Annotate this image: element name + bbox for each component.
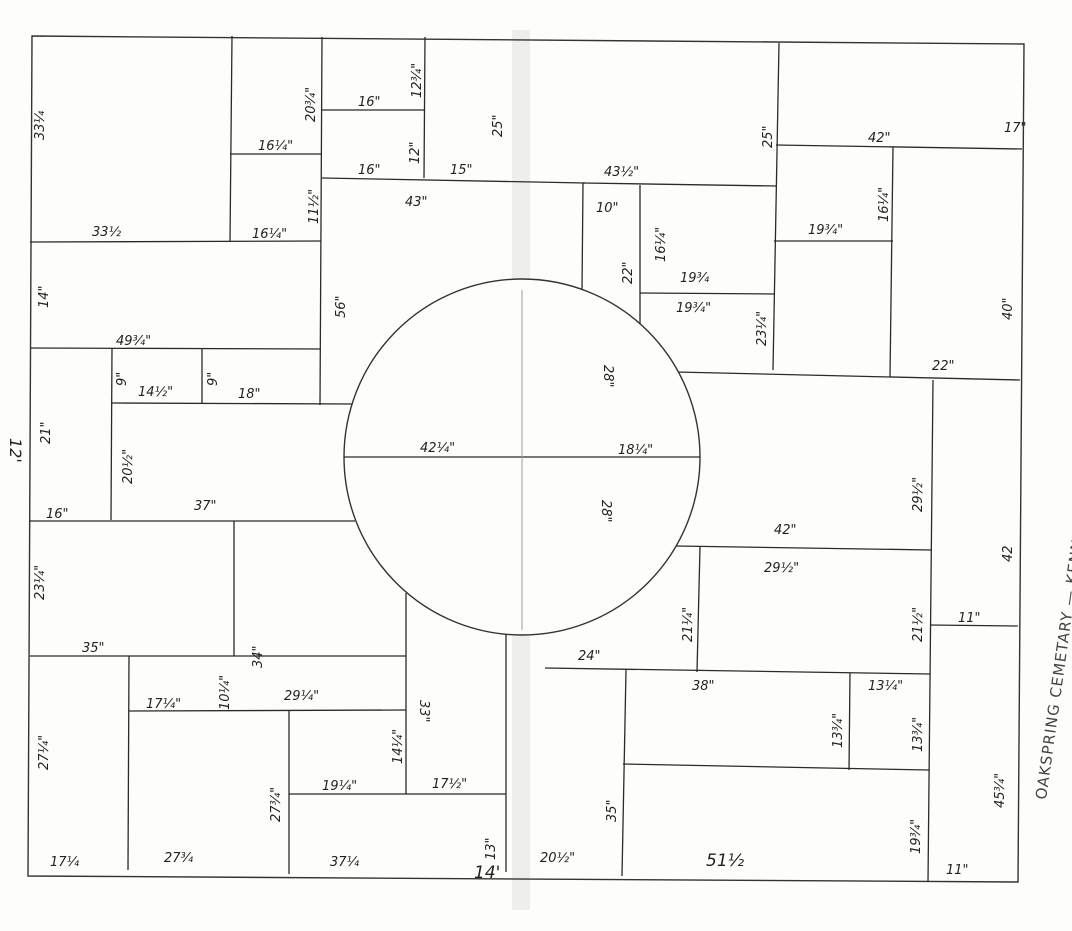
dim-label: 16" (358, 95, 381, 110)
dim-label: 10¼" (218, 675, 233, 710)
dim-label: 19¾" (808, 223, 843, 238)
dim-label: 29½" (764, 561, 799, 576)
dim-label: 28" (598, 500, 613, 523)
dim-label: 25" (761, 125, 776, 148)
dim-label: 11½" (307, 189, 322, 224)
dim-label: 21¼" (681, 607, 696, 642)
dim-label: 9" (206, 372, 221, 386)
dim-label: 43" (405, 195, 428, 210)
dim-label: 33½ (92, 225, 122, 240)
dim-label: 21½" (911, 607, 926, 642)
dim-label: 19¼" (322, 779, 357, 794)
dim-label: 56" (334, 295, 349, 318)
dim-label: 19¾" (909, 819, 924, 854)
dim-label: 16¼" (654, 227, 669, 262)
dim-label: 16" (46, 507, 69, 522)
dim-label: 27¾" (269, 787, 284, 822)
dim-label: 13¾" (831, 713, 846, 748)
overall-width-label: 14' (474, 863, 500, 883)
dim-label: 17" (1004, 121, 1027, 136)
dim-label: 17¼" (146, 697, 181, 712)
dim-label: 16¼" (877, 187, 892, 222)
dim-label: 45¾" (993, 773, 1008, 808)
dimension-labels: 33¼ 20¾" 12¾" 16" 25" 16¼" 16" 12" 15" 4… (33, 63, 1027, 878)
dim-label: 29¼" (284, 689, 319, 704)
dim-label: 21" (39, 421, 54, 444)
dim-label: 49¾" (116, 334, 151, 349)
dim-label: 37" (194, 499, 217, 514)
dim-label: 40" (1001, 297, 1016, 320)
dim-label: 42" (774, 523, 797, 538)
dim-label: 28" (600, 365, 615, 388)
center-circle (343, 278, 701, 636)
dim-label: 29½" (911, 477, 926, 512)
dim-label: 14¼" (391, 729, 406, 764)
dim-label: 20½" (540, 851, 575, 866)
dim-label: 16" (358, 163, 381, 178)
dim-label: 38" (692, 679, 715, 694)
dim-label: 42" (868, 131, 891, 146)
dim-label: 15" (450, 163, 473, 178)
stone-outline (27, 35, 1025, 883)
dim-label: 12" (408, 141, 423, 164)
dim-label: 22" (932, 359, 955, 374)
dim-label: 19¾" (676, 301, 711, 316)
dim-label: 18¼" (618, 443, 653, 458)
dim-label: 33¼ (33, 110, 48, 140)
dim-label: 35" (605, 799, 620, 822)
dim-label: 13" (484, 837, 499, 860)
dim-label: 23¼" (755, 311, 770, 346)
dim-label: 33" (416, 700, 431, 723)
dim-label: 25" (491, 114, 506, 137)
dim-label: 10" (596, 201, 619, 216)
dim-label: 16¼" (252, 227, 287, 242)
dim-label: 20¾" (304, 87, 319, 122)
overall-height-label: 12' (6, 438, 25, 463)
dim-label: 43½" (604, 165, 639, 180)
dim-label: 11" (958, 611, 981, 626)
dim-label: 11" (946, 863, 969, 878)
dim-label: 37¼ (330, 855, 360, 870)
dim-label: 14½" (138, 385, 173, 400)
dim-label: 35" (82, 641, 105, 656)
dim-label: 18" (238, 387, 261, 402)
dim-label: 17¼ (50, 855, 80, 870)
dim-label: 34" (251, 645, 266, 668)
dim-label: 19¾ (680, 271, 710, 286)
dim-label: 22" (621, 261, 636, 284)
slab-lines (29, 35, 1023, 883)
dim-label: 17½" (432, 777, 467, 792)
dim-label: 42 (1001, 545, 1016, 562)
dim-label: 16¼" (258, 139, 293, 154)
dim-label: 42¼" (420, 441, 455, 456)
dim-label: 9" (115, 372, 130, 386)
dim-label: 23¼" (33, 565, 48, 600)
dim-label: 20½" (121, 449, 136, 484)
dim-label: 13¾" (911, 717, 926, 752)
dim-label: 14" (37, 285, 52, 308)
dim-label: 12¾" (410, 63, 425, 98)
dim-label: 27¼" (37, 735, 52, 770)
dim-label: 13¼" (868, 679, 903, 694)
dim-label: 27¾ (164, 851, 194, 866)
dim-label: 51½ (706, 851, 745, 871)
dim-label: 24" (578, 649, 601, 664)
